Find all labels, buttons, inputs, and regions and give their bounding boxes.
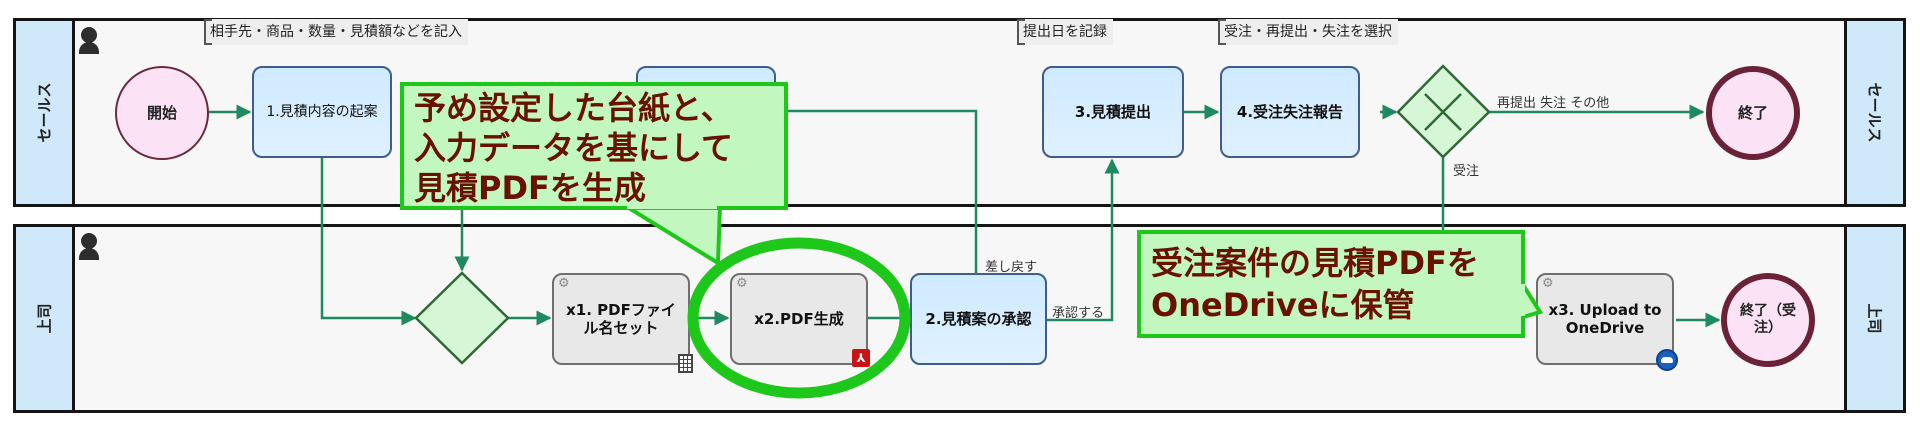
callout-pointer-join xyxy=(627,203,717,209)
task-label: x3. Upload to OneDrive xyxy=(1548,301,1662,337)
gear-icon: ⚙ xyxy=(1542,276,1554,291)
onedrive-cloud-icon xyxy=(1656,349,1678,371)
task-x2-generate-pdf[interactable]: ⚙ x2.PDF生成 ⅄ xyxy=(730,273,870,367)
callout-pointer-join xyxy=(1519,284,1525,316)
lane-label-boss-left: 上司 xyxy=(16,227,75,410)
gateway-merge xyxy=(414,271,510,365)
flow-label-won: 受注 xyxy=(1453,164,1480,179)
lane-label-sales-right: セールス xyxy=(1844,21,1903,204)
annotation-entry-fields: 相手先・商品・数量・見積額などを記入 xyxy=(204,19,468,45)
calculator-icon xyxy=(678,354,693,373)
end-event-label: 終了 xyxy=(1737,104,1768,122)
start-event-label: 開始 xyxy=(146,104,177,122)
end-event[interactable]: 終了 xyxy=(1706,66,1800,160)
callout-line: 受注案件の見積PDFを xyxy=(1151,244,1479,282)
task-label: 3.見積提出 xyxy=(1074,103,1152,121)
callout-line: OneDriveに保管 xyxy=(1151,286,1415,324)
task-label: x2.PDF生成 xyxy=(754,310,844,328)
task-x1-set-pdf-filename[interactable]: ⚙ x1. PDFファイル名セット xyxy=(552,273,693,373)
task-label: 1.見積内容の起案 xyxy=(266,103,378,120)
lane-label-boss-right: 上司 xyxy=(1844,227,1903,410)
callout-line: 予め設定した台紙と、 xyxy=(414,89,733,127)
flow-label-approve: 承認する xyxy=(1052,306,1105,321)
person-icon xyxy=(79,27,99,55)
annotation-record-date: 提出日を記録 xyxy=(1017,19,1113,45)
flow-label-resubmit: 再提出 失注 その他 xyxy=(1497,96,1610,111)
task-label: 2.見積案の承認 xyxy=(925,310,1032,328)
end-event-label: 終了（受注） xyxy=(1740,303,1796,336)
annotation-select-result: 受注・再提出・失注を選択 xyxy=(1218,19,1398,45)
callout-line: 見積PDFを生成 xyxy=(414,169,646,207)
lane-label-sales-left: セールス xyxy=(16,21,75,204)
task-3-submit-quote[interactable]: 3.見積提出 xyxy=(1042,66,1184,158)
task-label: 4.受注失注報告 xyxy=(1236,103,1344,121)
gear-icon: ⚙ xyxy=(736,276,748,291)
pdf-icon: ⅄ xyxy=(852,349,870,367)
task-x3-upload-onedrive[interactable]: ⚙ x3. Upload to OneDrive xyxy=(1536,273,1678,371)
person-icon xyxy=(79,233,99,261)
task-4-report-result[interactable]: 4.受注失注報告 xyxy=(1220,66,1360,158)
start-event[interactable]: 開始 xyxy=(115,66,209,160)
end-event-won[interactable]: 終了（受注） xyxy=(1721,273,1815,367)
callout-pdf-generation: 予め設定した台紙と、 入力データを基にして 見積PDFを生成 xyxy=(400,82,788,210)
flow-label-send-back: 差し戻す xyxy=(985,260,1038,275)
callout-line: 入力データを基にして xyxy=(414,129,734,167)
task-1-draft-quote[interactable]: 1.見積内容の起案 xyxy=(252,66,392,158)
gear-icon: ⚙ xyxy=(558,276,570,291)
callout-onedrive-storage: 受注案件の見積PDFを OneDriveに保管 xyxy=(1137,230,1525,338)
task-label: x1. PDFファイル名セット xyxy=(566,301,676,337)
task-2-approve-quote[interactable]: 2.見積案の承認 xyxy=(910,273,1047,365)
